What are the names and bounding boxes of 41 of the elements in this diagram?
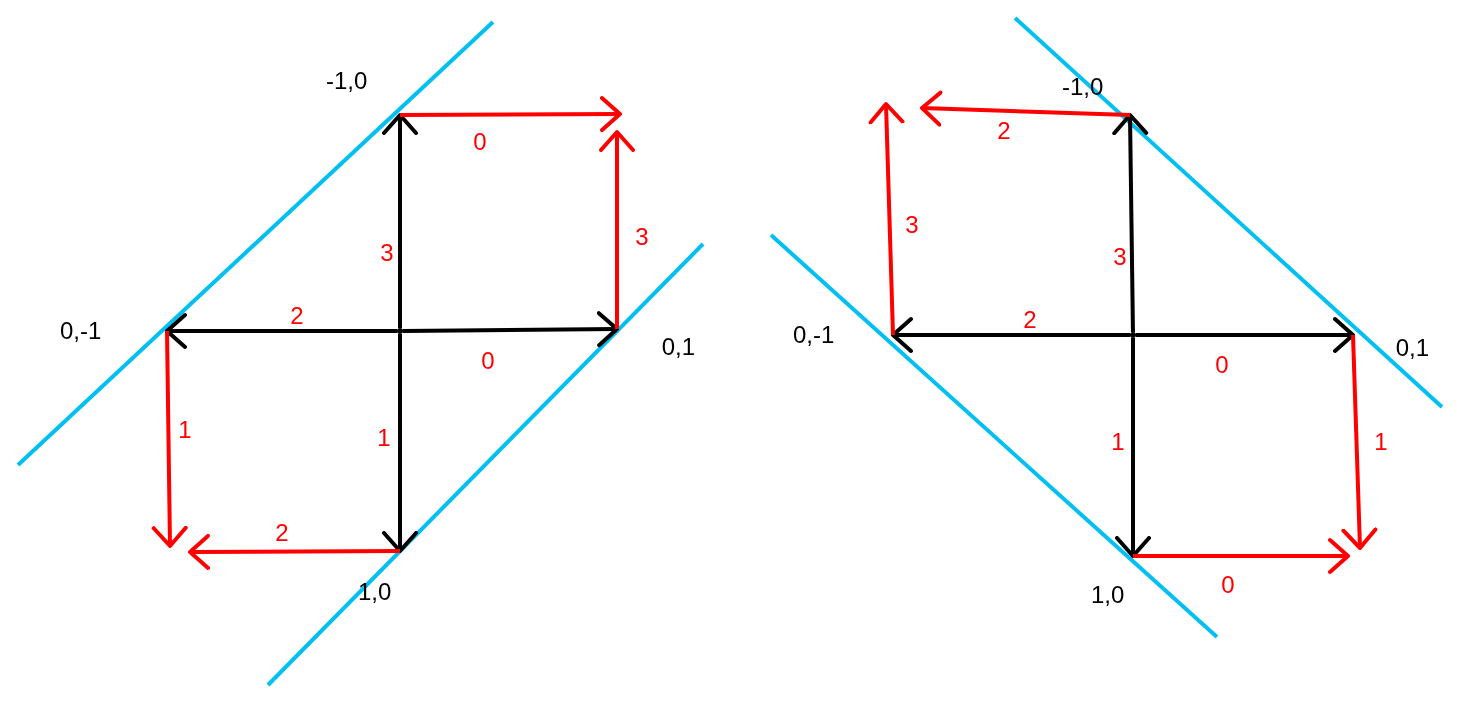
arrow [1341, 334, 1378, 550]
edge-label: 0 [473, 130, 487, 154]
arrow [151, 330, 188, 548]
edge-label: 3 [905, 213, 919, 237]
edge-label: 1 [377, 426, 391, 450]
arrow [382, 113, 418, 328]
edge-label: 2 [997, 119, 1011, 143]
edge-label: 1 [1111, 430, 1125, 454]
arrow [868, 102, 905, 336]
arrow [188, 533, 400, 570]
coordinate-label: 0,1 [1353, 325, 1429, 361]
arrow [382, 334, 418, 553]
coordinate-label: 0,-1 [793, 318, 893, 352]
arrow [599, 130, 635, 329]
center-point [397, 328, 403, 334]
arrow [1133, 538, 1350, 574]
edge-label: 0 [481, 349, 495, 373]
coordinate-label: 1,0 [358, 551, 405, 605]
arrow [891, 317, 1130, 353]
arrow [1115, 338, 1151, 558]
arrow [1136, 317, 1355, 353]
edge-label: 3 [1113, 245, 1127, 269]
arrow [1112, 113, 1149, 333]
arrow [402, 311, 619, 348]
edge-label: 0 [1221, 573, 1235, 597]
edge-label: 2 [1023, 308, 1037, 332]
edge-label: 0 [1215, 353, 1229, 377]
edge-label: 3 [635, 225, 649, 249]
edge-label: 2 [275, 521, 289, 545]
coordinate-label: 0,-1 [60, 314, 167, 348]
arrow [400, 96, 622, 133]
coordinate-label: 1,0 [1091, 556, 1138, 608]
coordinate-label: 0,1 [617, 322, 695, 360]
arrow [920, 90, 1131, 127]
edge-label: 1 [1374, 430, 1388, 454]
edge-label: 1 [178, 418, 192, 442]
arrow [165, 313, 397, 349]
edge-label: 2 [290, 304, 304, 328]
edge-label: 3 [380, 241, 394, 265]
center-point [1130, 332, 1136, 338]
coordinate-label: -1,0 [326, 68, 400, 115]
